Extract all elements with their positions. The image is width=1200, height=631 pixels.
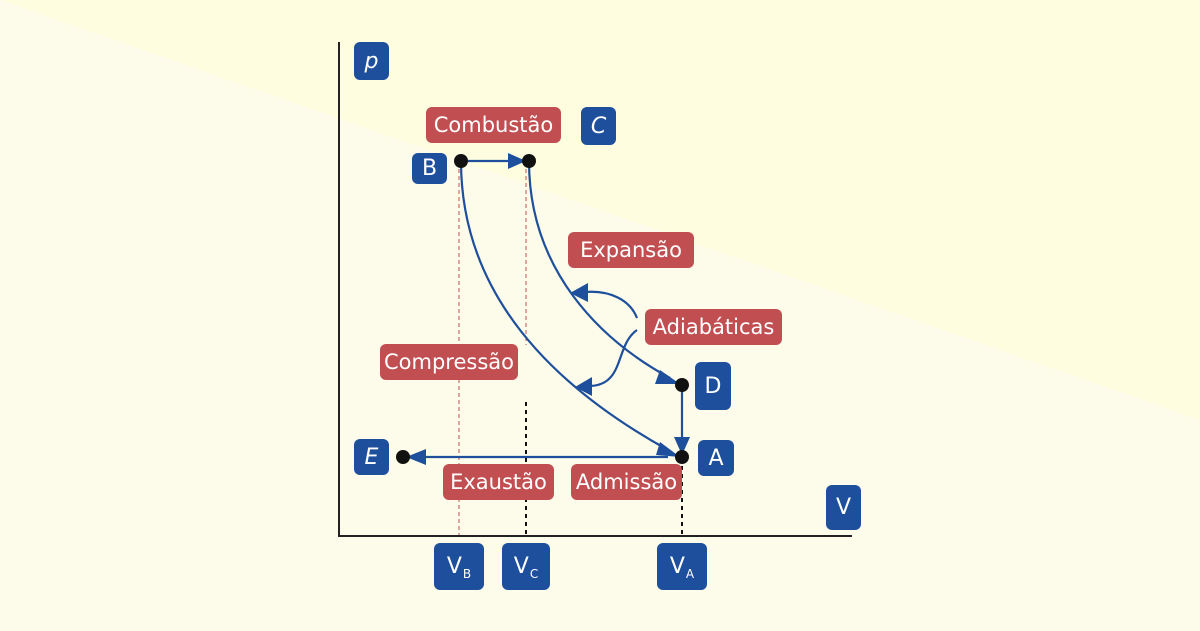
- point-d-dot: [675, 378, 689, 392]
- point-c-dot: [522, 154, 536, 168]
- combustion-label: Combustão: [426, 107, 561, 143]
- adiabatic-pointer-compression-head: [575, 377, 592, 396]
- expansion-curve: [527, 160, 671, 379]
- point-a-label: A: [698, 440, 734, 476]
- combustion-arrowhead: [508, 153, 526, 169]
- compression-label: Compressão: [380, 344, 518, 380]
- background-diagonal: [0, 0, 1200, 420]
- adiabatic-pointer-expansion-head: [570, 283, 588, 302]
- va-label-sub: A: [685, 566, 695, 581]
- compression-arrowhead: [656, 442, 680, 457]
- point-e-label: E: [354, 439, 389, 475]
- exhaust-label: Exaustão: [443, 464, 554, 500]
- point-d-label: D: [695, 362, 731, 410]
- adiabatic-pointer-compression: [589, 329, 638, 388]
- point-b-dot: [454, 154, 468, 168]
- vc-label-sub: C: [529, 566, 539, 581]
- vb-label-sub: B: [462, 566, 472, 581]
- va-label-main: V: [669, 554, 685, 579]
- admission-label: Admissão: [571, 464, 682, 500]
- expansion-arrowhead: [655, 370, 680, 384]
- y-axis-label: p: [354, 42, 389, 80]
- vc-label-main: V: [513, 554, 529, 579]
- vb-label-main: V: [446, 554, 462, 579]
- adiabatic-pointer-expansion: [584, 290, 639, 319]
- exhaust-valve-arrowhead: [674, 437, 690, 455]
- expansion-label: Expansão: [568, 232, 694, 268]
- point-b-label: B: [412, 153, 447, 184]
- point-e-dot: [396, 450, 410, 464]
- point-a-dot: [675, 450, 689, 464]
- point-c-label: C: [581, 107, 616, 145]
- compression-curve: [459, 160, 669, 451]
- exhaust-arrowhead: [406, 449, 426, 465]
- x-axis-label: V: [826, 485, 861, 530]
- adiabatic-label: Adiabáticas: [645, 309, 782, 345]
